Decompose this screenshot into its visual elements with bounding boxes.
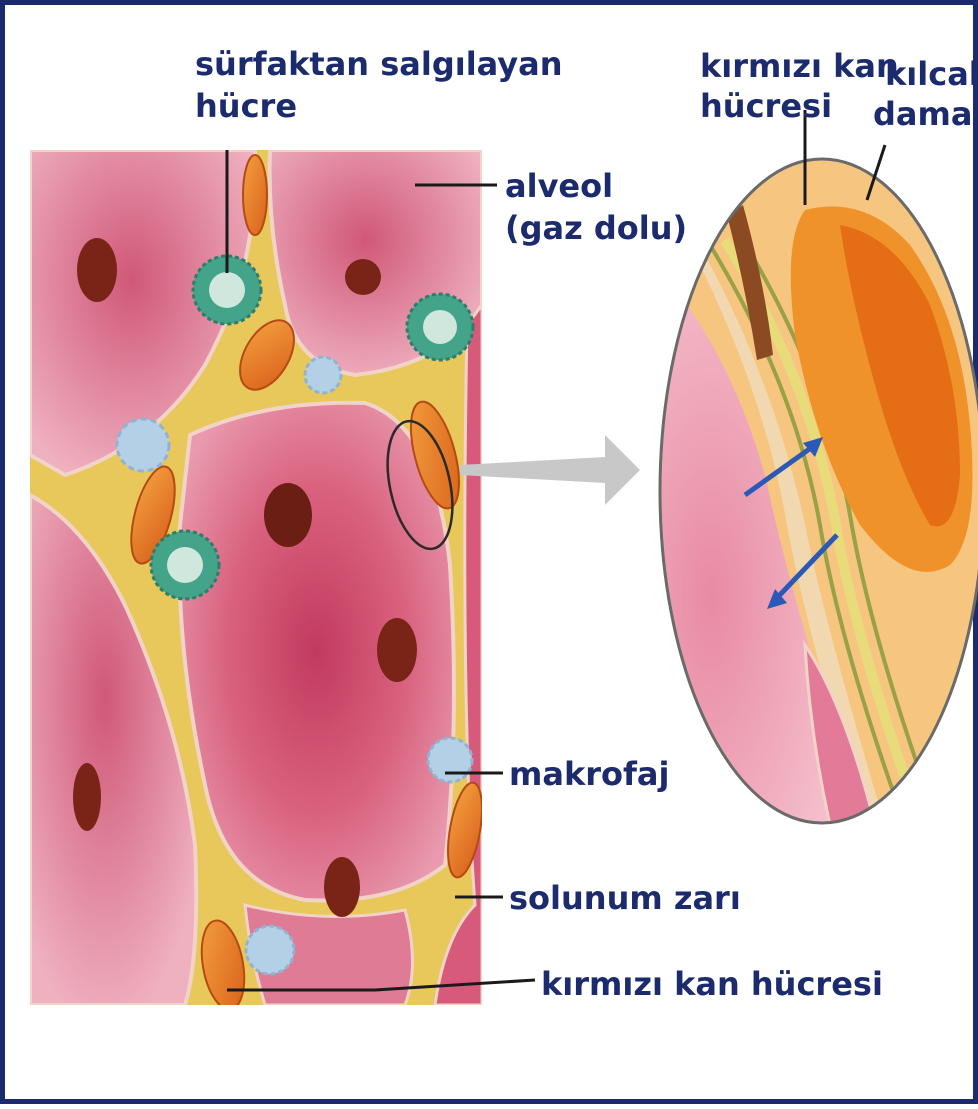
label-alveolus-line2: (gaz dolu)	[505, 209, 687, 247]
label-capillary-line1: kılcal	[885, 55, 978, 93]
label-zoom-red-blood-cell-line1: kırmızı kan	[700, 47, 899, 85]
macrophage	[305, 357, 341, 393]
surfactant-cell	[407, 294, 473, 360]
magnified-view	[645, 159, 978, 825]
nucleus	[345, 259, 381, 295]
label-macrophage: makrofaj	[509, 755, 669, 793]
nucleus	[77, 238, 117, 302]
zoom-arrow	[460, 435, 640, 505]
label-red-blood-cell: kırmızı kan hücresi	[541, 965, 883, 1003]
label-respiratory-membrane: solunum zarı	[509, 879, 741, 917]
nucleus	[377, 618, 417, 682]
nucleus	[73, 763, 101, 831]
label-surfactant-cell-line1: sürfaktan salgılayan	[195, 45, 563, 83]
alveolus-diagram: sürfaktan salgılayan hücre alveol (gaz d…	[5, 5, 978, 1109]
red-blood-cell	[243, 155, 267, 235]
label-zoom-red-blood-cell-line2: hücresi	[700, 87, 832, 125]
alveolar-tissue	[30, 150, 488, 1013]
label-alveolus-line1: alveol	[505, 167, 613, 205]
macrophage	[428, 738, 472, 782]
nucleus	[324, 857, 360, 917]
nucleus	[264, 483, 312, 547]
label-surfactant-cell-line2: hücre	[195, 87, 297, 125]
macrophage	[117, 419, 169, 471]
label-capillary-line2: damar	[873, 95, 978, 133]
surfactant-cell	[151, 531, 219, 599]
macrophage	[246, 926, 294, 974]
